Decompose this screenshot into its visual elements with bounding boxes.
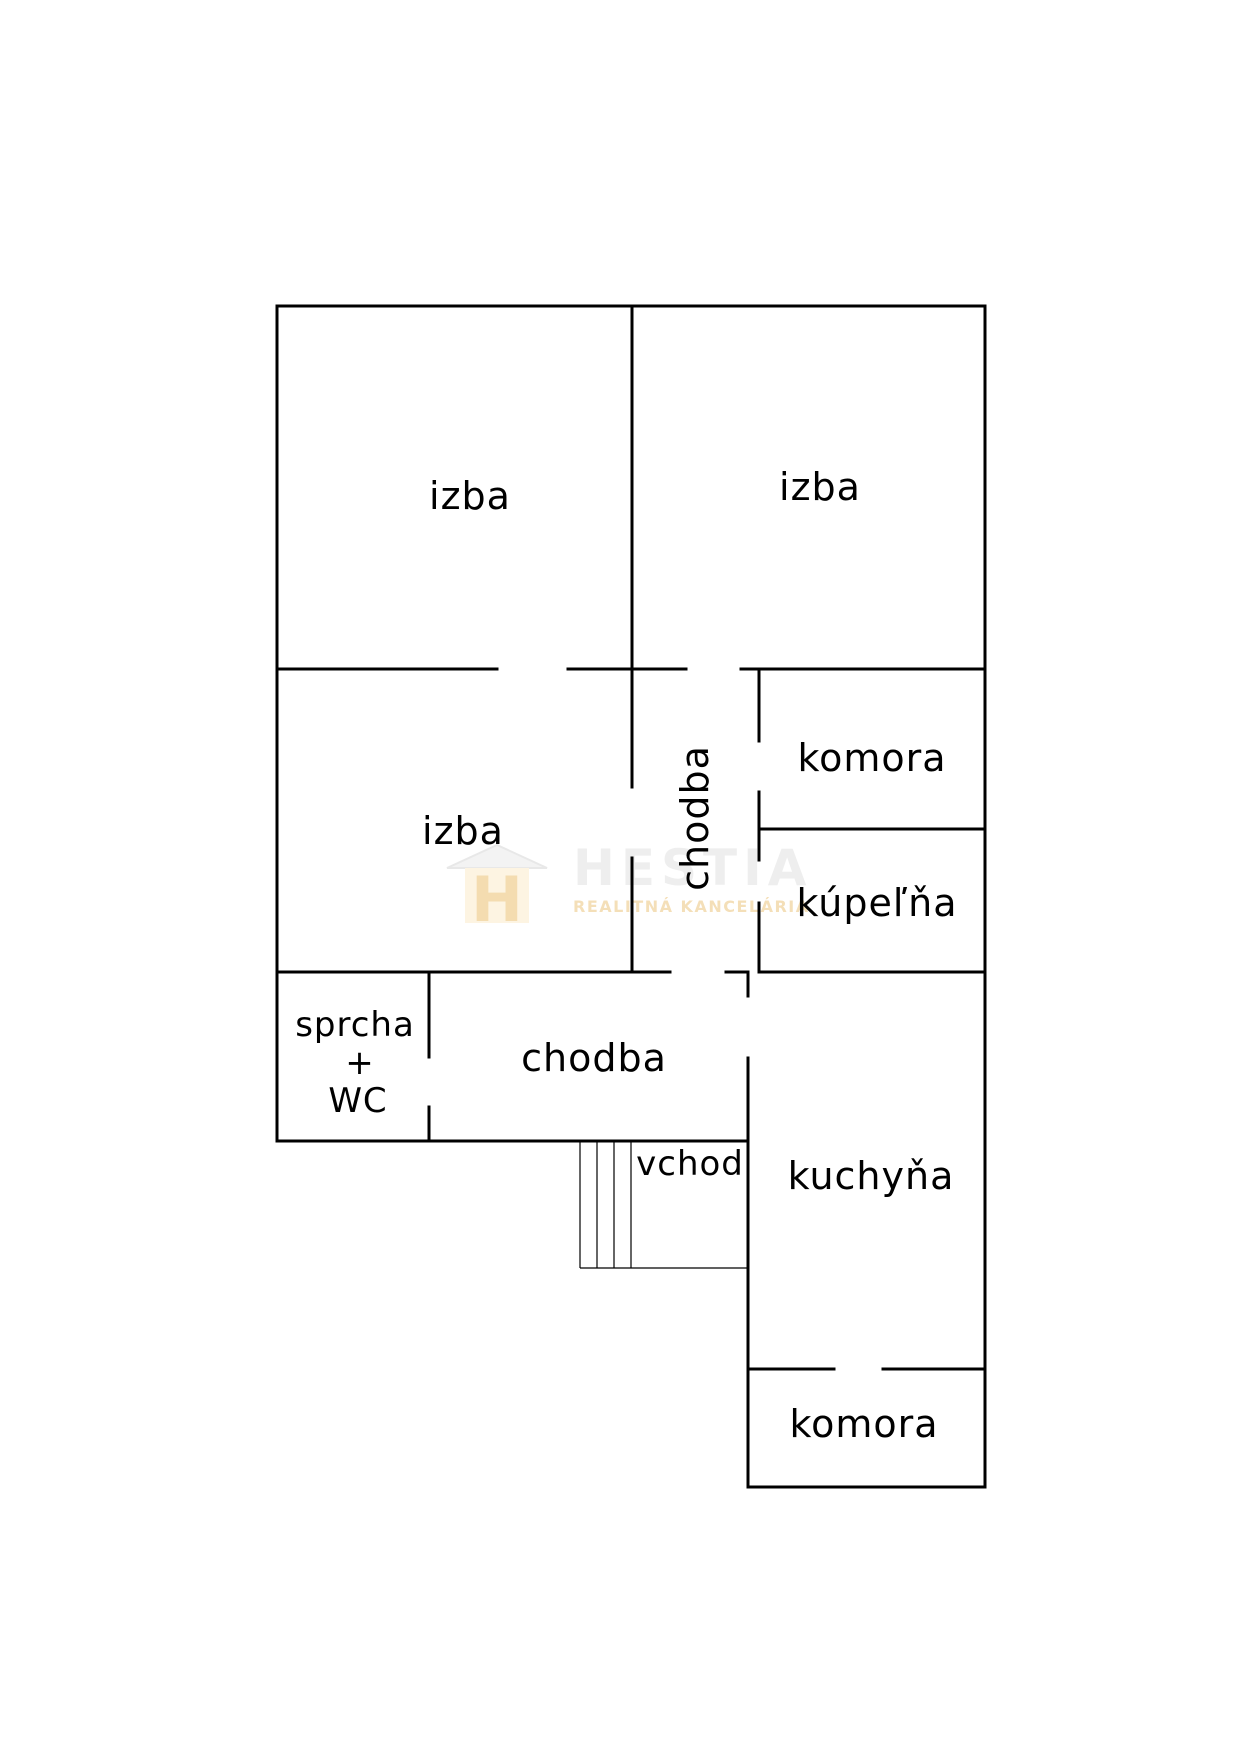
room-label-kupelna: kúpeľňa [796,881,957,925]
hestia-watermark: H HESTIA REALITNÁ KANCELÁRIA [446,839,812,936]
hestia-logo-icon: H [446,843,548,936]
room-label-chodba-lower: chodba [521,1036,667,1080]
room-label-komora-upper: komora [797,736,946,780]
entrance-steps [579,1141,748,1269]
watermark-letter-block [465,868,529,923]
room-label-sprcha: sprcha [295,1005,415,1045]
room-label-izba-top-left: izba [429,474,511,518]
room-label-wc: WC [328,1081,387,1121]
watermark-letter: H [471,863,523,936]
room-label-izba-top-right: izba [779,465,861,509]
room-label-kuchyna: kuchyňa [788,1154,955,1198]
room-label-vchod: vchod [636,1144,744,1184]
room-label-chodba-vertical: chodba [673,745,717,891]
walls [275,304,987,1489]
room-labels: izba izba izba komora kúpeľňa chodba spr… [295,465,957,1446]
room-label-komora-lower: komora [789,1402,938,1446]
watermark-brand-name: HESTIA [573,839,812,897]
room-label-izba-middle: izba [422,809,504,853]
room-label-sprcha-plus: + [345,1043,375,1083]
watermark-brand-subtitle: REALITNÁ KANCELÁRIA [573,897,810,916]
